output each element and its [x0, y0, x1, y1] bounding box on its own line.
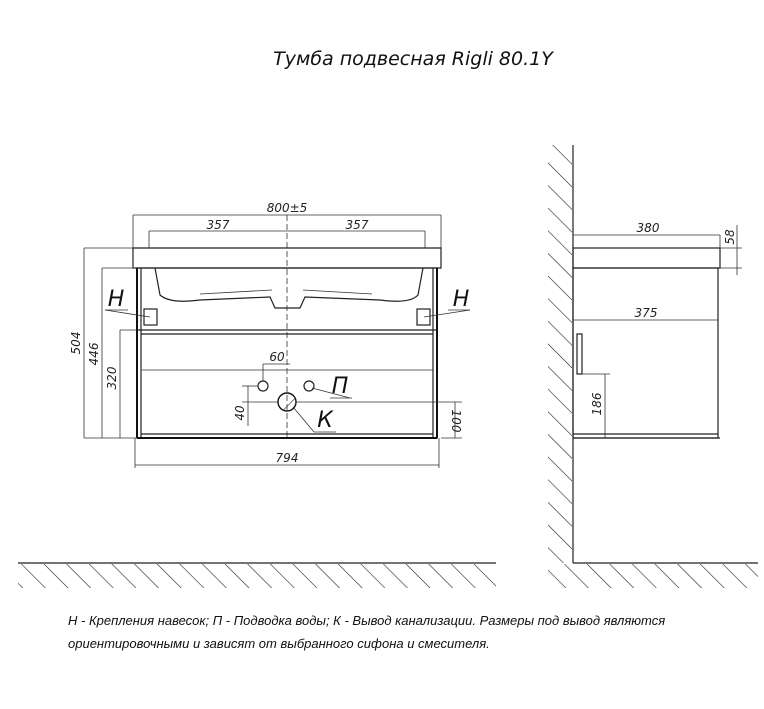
dim-side-height: 100	[449, 410, 463, 433]
dim-overall-width: 800±5	[267, 201, 308, 215]
label-water-supply: П	[332, 374, 349, 399]
dim-height-total: 504	[69, 332, 83, 355]
hanger-left	[143, 308, 158, 326]
side-view: 380 58 375 186	[548, 145, 758, 588]
dim-handle-height: 186	[590, 392, 604, 415]
dim-height-3: 320	[105, 366, 119, 389]
dim-half-left: 357	[207, 218, 230, 232]
water-supply-left	[257, 380, 269, 392]
dim-depth-top: 380	[637, 221, 660, 235]
hanger-right	[416, 308, 431, 326]
legend-line-1: Н - Крепления навесок; П - Подводка воды…	[68, 613, 666, 628]
front-view: 800±5 357 357 Н Н	[69, 201, 471, 468]
dim-bottom-width: 794	[276, 451, 299, 465]
dim-depth-body: 375	[635, 306, 658, 320]
legend-line-2: ориентировочными и зависят от выбранного…	[68, 636, 490, 651]
label-drain: К	[317, 408, 334, 433]
floor	[18, 562, 496, 588]
label-hanger-left: Н	[108, 287, 125, 312]
dim-height-2: 446	[87, 342, 101, 365]
dim-drain-offset: 60	[269, 350, 285, 364]
dim-drain-height: 40	[233, 405, 247, 421]
dim-half-right: 357	[346, 218, 369, 232]
label-hanger-right: Н	[453, 287, 470, 312]
drain-outlet	[277, 392, 297, 412]
dim-top-thickness: 58	[723, 229, 737, 245]
drawing-title: Тумба подвесная Rigli 80.1Y	[273, 48, 554, 70]
water-supply-right	[303, 380, 315, 392]
